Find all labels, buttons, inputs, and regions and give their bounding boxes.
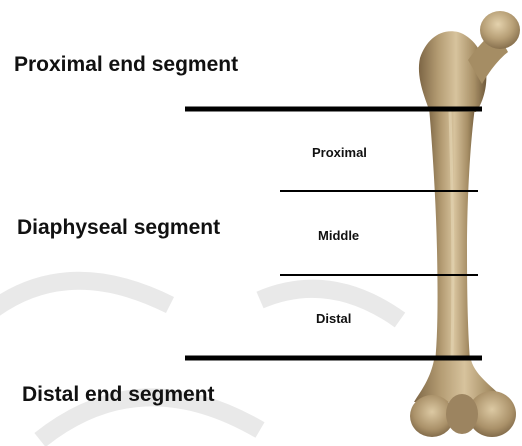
proximal-end-segment-label: Proximal end segment [14, 53, 238, 77]
diaphyseal-segment-label: Diaphyseal segment [17, 216, 220, 240]
distal-end-segment-label: Distal end segment [22, 383, 215, 407]
proximal-subdivision-label: Proximal [312, 145, 367, 160]
distal-subdivision-label: Distal [316, 311, 351, 326]
middle-subdivision-label: Middle [318, 228, 359, 243]
